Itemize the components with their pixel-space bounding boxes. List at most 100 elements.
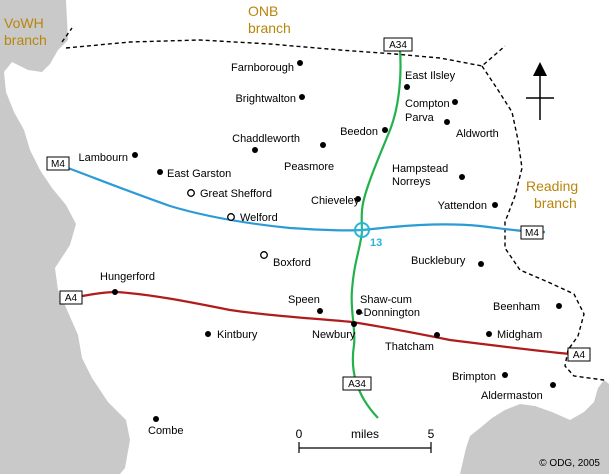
svg-text:A4: A4 xyxy=(573,350,586,361)
place-marker-bucklebury xyxy=(478,261,484,267)
place-label-aldworth: Aldworth xyxy=(456,128,499,140)
m4-shield-west: M4 xyxy=(46,156,70,171)
place-label-east-ilsley: East Ilsley xyxy=(405,70,456,82)
place-label-hungerford: Hungerford xyxy=(100,271,155,283)
place-marker-farnborough xyxy=(297,60,303,66)
place-label-east-garston: East Garston xyxy=(167,168,231,180)
place-label-shaw: Shaw-cum-Donnington xyxy=(360,294,420,319)
place-marker-lambourn xyxy=(132,152,138,158)
place-welford: Welford xyxy=(227,212,278,224)
place-label-bucklebury: Bucklebury xyxy=(411,255,466,267)
a4-shield-east: A4 xyxy=(567,347,591,362)
place-label-combe: Combe xyxy=(148,425,183,437)
place-marker-chieveley xyxy=(355,196,361,202)
place-label-welford: Welford xyxy=(240,212,278,224)
place-marker-aldermaston xyxy=(550,382,556,388)
place-marker-compton xyxy=(452,99,458,105)
place-speen: Speen xyxy=(288,294,323,314)
place-beenham: Beenham xyxy=(493,301,562,313)
place-shaw: Shaw-cum-Donnington xyxy=(356,294,420,319)
place-parva: Parva xyxy=(405,112,435,124)
place-label-brightwalton: Brightwalton xyxy=(235,93,296,105)
place-marker-aldworth xyxy=(444,119,450,125)
place-label-peasmore: Peasmore xyxy=(284,161,334,173)
svg-text:A4: A4 xyxy=(65,293,78,304)
place-marker-hampstead-norreys xyxy=(459,174,465,180)
place-label-beedon: Beedon xyxy=(340,126,378,138)
place-marker-thatcham xyxy=(434,332,440,338)
a34-shield-north: A34 xyxy=(383,37,413,52)
svg-text:M4: M4 xyxy=(525,228,539,239)
place-midgham: Midgham xyxy=(486,329,542,341)
place-marker-welford xyxy=(227,213,235,221)
place-marker-midgham xyxy=(486,331,492,337)
reading-branch-label-line2: branch xyxy=(534,195,577,211)
place-chieveley: Chieveley xyxy=(311,195,361,207)
svg-text:A34: A34 xyxy=(389,40,407,51)
place-peasmore: Peasmore xyxy=(284,142,334,173)
place-marker-kintbury xyxy=(205,331,211,337)
place-marker-newbury xyxy=(351,321,357,327)
place-label-boxford: Boxford xyxy=(273,257,311,269)
place-marker-chaddleworth xyxy=(252,147,258,153)
place-kintbury: Kintbury xyxy=(205,329,258,341)
place-label-beenham: Beenham xyxy=(493,301,540,313)
place-label-speen: Speen xyxy=(288,294,320,306)
place-beedon: Beedon xyxy=(340,126,388,138)
place-lambourn: Lambourn xyxy=(78,152,138,164)
place-marker-boxford xyxy=(260,251,268,259)
place-label-kintbury: Kintbury xyxy=(217,329,258,341)
place-marker-beedon xyxy=(382,127,388,133)
m4-motorway-line xyxy=(67,166,546,234)
onb-boundary-line xyxy=(65,39,506,67)
vowh-branch-label: VoWH xyxy=(4,15,44,31)
place-east-ilsley: East Ilsley xyxy=(404,70,456,90)
place-label-parva: Parva xyxy=(405,112,435,124)
place-great-shefford: Great Shefford xyxy=(187,188,272,200)
junction-13-label: 13 xyxy=(370,237,382,249)
place-label-thatcham: Thatcham xyxy=(385,341,434,353)
place-label-midgham: Midgham xyxy=(497,329,542,341)
scale-label: miles xyxy=(351,427,379,441)
place-boxford: Boxford xyxy=(260,251,311,269)
place-bucklebury: Bucklebury xyxy=(411,255,484,267)
place-thatcham: Thatcham xyxy=(385,332,440,353)
vowh-boundary-line xyxy=(61,27,73,43)
reading-branch-label: Reading xyxy=(526,178,578,194)
place-marker-beenham xyxy=(556,303,562,309)
vowh-branch-label-line2: branch xyxy=(4,32,47,48)
place-aldermaston: Aldermaston xyxy=(481,382,556,402)
place-brightwalton: Brightwalton xyxy=(235,93,305,105)
place-label-compton: Compton xyxy=(405,98,450,110)
place-label-great-shefford: Great Shefford xyxy=(200,188,272,200)
scale-min: 0 xyxy=(296,427,303,441)
place-label-newbury: Newbury xyxy=(312,329,356,341)
scale-bar: 0 miles 5 xyxy=(296,427,435,453)
place-marker-speen xyxy=(317,308,323,314)
place-marker-east-ilsley xyxy=(404,84,410,90)
place-aldworth: Aldworth xyxy=(444,119,499,140)
outside-area-west xyxy=(0,0,130,474)
place-chaddleworth: Chaddleworth xyxy=(232,133,300,153)
svg-text:A34: A34 xyxy=(348,379,366,390)
a34-shield-south: A34 xyxy=(342,376,372,391)
a4-shield-west: A4 xyxy=(59,290,83,305)
place-yattendon: Yattendon xyxy=(438,200,498,212)
place-label-brimpton: Brimpton xyxy=(452,371,496,383)
north-arrow-icon xyxy=(526,62,554,120)
place-marker-brightwalton xyxy=(299,94,305,100)
a34-road-line xyxy=(350,49,402,419)
place-marker-hungerford xyxy=(112,289,118,295)
place-marker-east-garston xyxy=(157,169,163,175)
m4-shield-east: M4 xyxy=(520,225,544,240)
place-combe: Combe xyxy=(148,416,183,437)
place-marker-brimpton xyxy=(502,372,508,378)
place-marker-great-shefford xyxy=(187,189,195,197)
place-label-yattendon: Yattendon xyxy=(438,200,487,212)
copyright-text: © ODG, 2005 xyxy=(539,458,600,469)
place-east-garston: East Garston xyxy=(157,168,231,180)
